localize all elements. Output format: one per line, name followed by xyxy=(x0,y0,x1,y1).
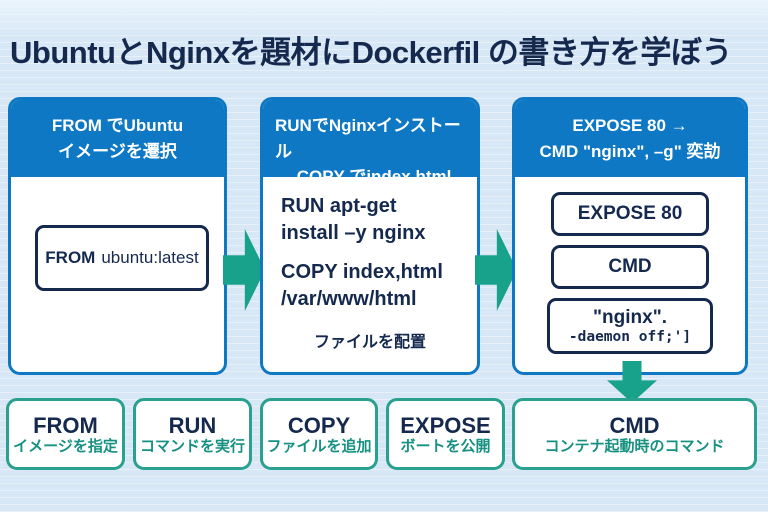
step3-nginx-box-line2: -daemon off;'] xyxy=(568,328,692,345)
step2-caption: ファイルを配置 xyxy=(313,334,426,351)
legend-desc: ファイルを追加 xyxy=(266,437,372,455)
legend-item-run: RUN コマンドを実行 xyxy=(133,398,252,470)
step3-panel: EXPOSE 80 → CMD "nginx", –g" 奕劼 EXPOSE 8… xyxy=(512,97,748,375)
step1-header-line2: イメージを遷択 xyxy=(58,141,177,161)
step3-header-line1: EXPOSE 80 → xyxy=(572,116,688,135)
step3-header: EXPOSE 80 → CMD "nginx", –g" 奕劼 xyxy=(515,100,745,177)
legend-item-copy: COPY ファイルを追加 xyxy=(260,398,378,470)
legend-term: RUN xyxy=(168,412,217,438)
dockerfile-arg-ubuntu-latest: ubuntu:latest xyxy=(101,248,199,267)
step3-cmd-box: CMD xyxy=(551,245,709,289)
step2-code-run-line2: install –y nginx xyxy=(281,222,426,244)
legend-desc: ボートを公開 xyxy=(400,437,491,455)
step3-expose-box: EXPOSE 80 xyxy=(551,192,709,236)
step2-code-copy-line2: /var/www/html xyxy=(281,288,417,310)
step3-nginx-box-line1: "nginx". xyxy=(593,306,667,328)
step1-header-line1: FROM でUbuntu xyxy=(51,116,184,135)
dockerfile-keyword-from: FROM xyxy=(45,248,96,267)
legend-item-expose: EXPOSE ボートを公開 xyxy=(386,398,505,470)
step3-box-stack: EXPOSE 80 CMD "nginx". -daemon off;'] xyxy=(515,192,745,354)
arrow-right-icon xyxy=(223,229,265,311)
legend-term: COPY xyxy=(287,412,351,438)
legend-term: FROM xyxy=(33,412,98,438)
step2-code-run: RUN apt-get install –y nginx xyxy=(281,193,477,247)
step2-panel: RUNでNginxインストール → COPY でindex.html 配 RUN… xyxy=(260,97,480,375)
legend-term: EXPOSE xyxy=(400,412,491,438)
step1-code-box: FROM ubuntu:latest xyxy=(35,225,209,291)
step1-panel: FROM でUbuntu イメージを遷択 FROM ubuntu:latest xyxy=(8,97,227,375)
legend-term: CMD xyxy=(609,412,660,438)
step3-nginx-box: "nginx". -daemon off;'] xyxy=(547,298,713,354)
step2-code-copy-line1: COPY index,html xyxy=(281,261,443,283)
page-title: UbuntuとNginxを題材にDockerfil の書き方を学ぼう xyxy=(10,35,732,70)
legend-desc: コンテナ起動時のコマンド xyxy=(544,437,725,455)
step2-header: RUNでNginxインストール → COPY でindex.html 配 xyxy=(263,100,477,212)
step1-header: FROM でUbuntu イメージを遷択 xyxy=(11,100,224,177)
legend-item-cmd: CMD コンテナ起動時のコマンド xyxy=(512,398,757,470)
legend-item-from: FROM イメージを指定 xyxy=(6,398,125,470)
step2-header-line1: RUNでNginxインストール xyxy=(275,116,461,161)
legend-desc: コマンドを実行 xyxy=(139,437,245,455)
step2-code-copy: COPY index,html /var/www/html xyxy=(281,259,477,313)
step2-code-run-line1: RUN apt-get xyxy=(281,195,397,217)
step2-header-line2: → COPY でindex.html 配 xyxy=(275,167,452,212)
step3-header-line2: CMD "nginx", –g" 奕劼 xyxy=(539,141,721,161)
arrow-right-icon xyxy=(475,229,517,311)
legend-desc: イメージを指定 xyxy=(13,437,118,455)
